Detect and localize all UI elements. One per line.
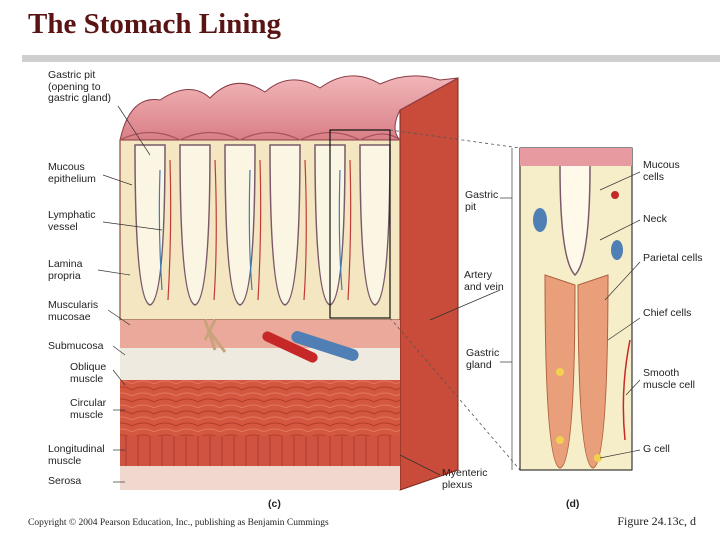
serosa-layer [120,466,400,490]
label-smooth-muscle-cell: Smooth muscle cell [643,367,695,391]
label-circular-muscle: Circular muscle [70,397,107,421]
caption-c: (c) [268,498,281,510]
copyright-text: Copyright © 2004 Pearson Education, Inc.… [28,518,329,528]
label-serosa: Serosa [48,475,82,487]
longitudinal-muscle-layer [120,436,400,466]
muscularis-mucosae-layer [120,320,400,348]
label-mucous-epithelium: Mucous epithelium [48,161,96,185]
label-gastric-gland: Gastric gland [466,347,500,371]
label-lymphatic-vessel: Lymphatic vessel [48,209,96,233]
label-g-cell: G cell [643,443,670,455]
slide-title: The Stomach Lining [28,8,281,40]
stomach-lining-figure [97,75,641,491]
oblique-muscle-layer [120,380,400,436]
label-myenteric-plexus: Myenteric plexus [442,467,488,491]
label-neck: Neck [643,213,667,225]
gastric-glands [134,144,391,306]
label-parietal-cells: Parietal cells [643,252,703,264]
capillaries [167,159,352,301]
label-submucosa: Submucosa [48,340,104,352]
gastric-gland-closeup-d [519,147,633,471]
caption-d: (d) [566,498,580,510]
tissue-block-c [119,75,521,491]
label-gastric-pit: Gastric pit (opening to gastric gland) [48,69,112,104]
leader-lines [97,105,641,483]
title-divider [22,55,720,62]
label-longitudinal-muscle: Longitudinal muscle [48,443,105,467]
mucosa-surface [119,75,459,141]
artery-vein-c [203,319,359,363]
label-chief-cells: Chief cells [643,307,692,319]
label-artery-and-vein: Artery and vein [464,269,504,293]
label-gastric-pit-short: Gastric pit [465,189,499,213]
figure-reference: Figure 24.13c, d [617,514,696,528]
label-mucous-cells: Mucous cells [643,159,680,183]
zoom-region [329,129,391,319]
label-lamina-propria: Lamina propria [48,258,83,282]
label-oblique-muscle: Oblique muscle [70,361,107,385]
label-muscularis-mucosae: Muscularis mucosae [48,299,99,323]
